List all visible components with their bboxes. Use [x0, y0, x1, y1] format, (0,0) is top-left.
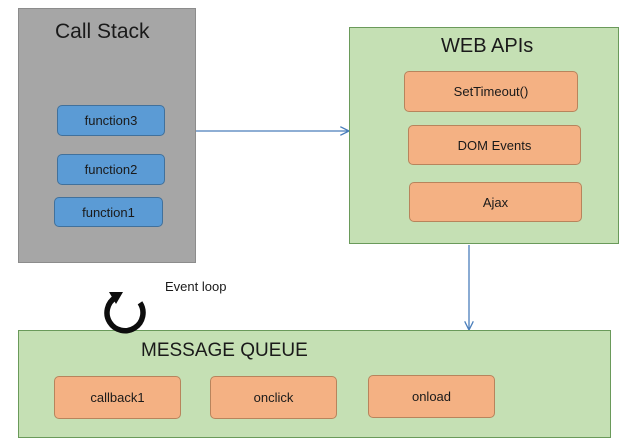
- call-stack-function-3: function3: [57, 105, 165, 136]
- queue-item-onload: onload: [368, 375, 495, 418]
- queue-item-onclick: onclick: [210, 376, 337, 419]
- call-stack-title: Call Stack: [55, 20, 150, 43]
- call-stack-function-2: function2: [57, 154, 165, 185]
- web-api-settimeout: SetTimeout(): [404, 71, 578, 112]
- call-stack-function-1: function1: [54, 197, 163, 227]
- message-queue-title: MESSAGE QUEUE: [141, 340, 308, 361]
- web-api-ajax: Ajax: [409, 182, 582, 222]
- event-loop-label: Event loop: [165, 279, 227, 294]
- circular-arrow-icon: [104, 292, 146, 334]
- web-api-dom-events: DOM Events: [408, 125, 581, 165]
- queue-item-callback1: callback1: [54, 376, 181, 419]
- web-apis-title: WEB APIs: [441, 35, 534, 57]
